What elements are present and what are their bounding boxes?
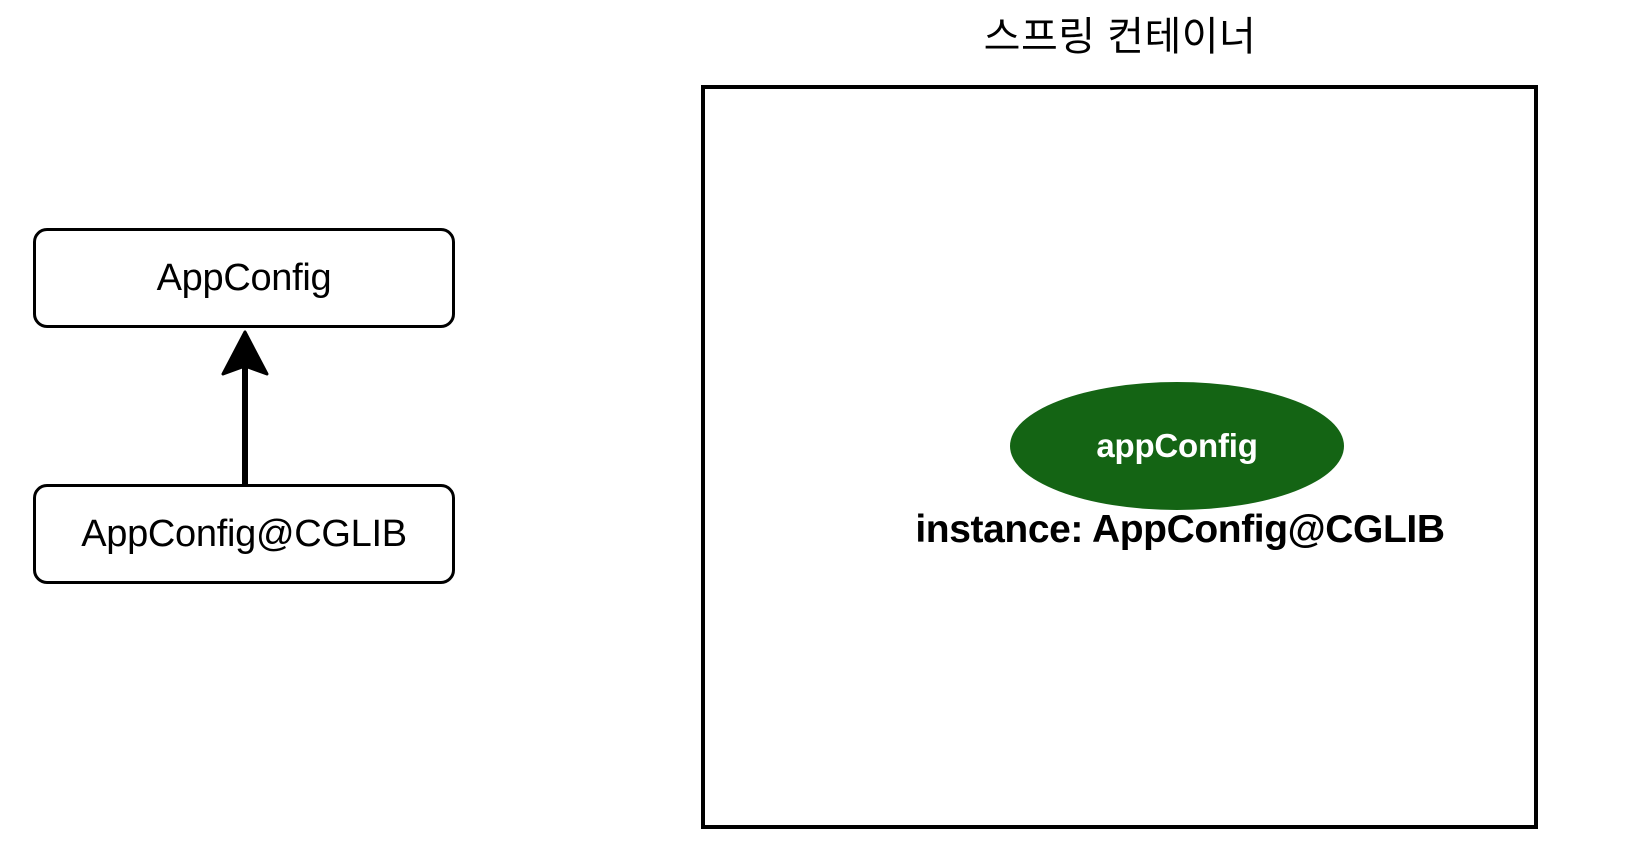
inheritance-arrow-icon xyxy=(221,330,269,488)
bean-name-label: appConfig xyxy=(1096,427,1258,464)
spring-container-title: 스프링 컨테이너 xyxy=(983,15,1257,59)
class-box-appconfig-label: AppConfig xyxy=(156,256,332,299)
class-box-appconfig: AppConfig xyxy=(33,228,455,328)
bean-ellipse-appconfig: appConfig xyxy=(1010,382,1344,510)
bean-instance-label: instance: AppConfig@CGLIB xyxy=(915,508,1445,551)
class-box-appconfig-cglib-label: AppConfig@CGLIB xyxy=(81,512,407,555)
class-box-appconfig-cglib: AppConfig@CGLIB xyxy=(33,484,455,584)
